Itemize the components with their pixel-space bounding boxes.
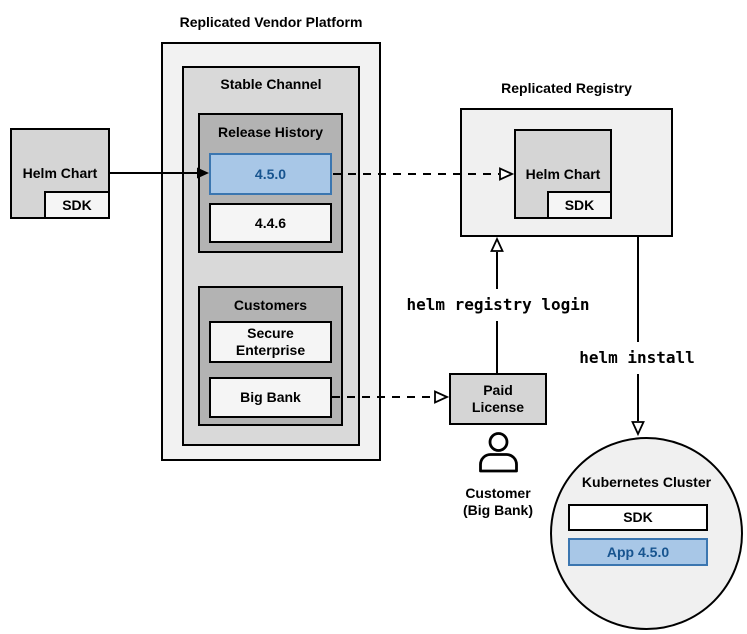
- customers-title: Customers: [233, 297, 308, 313]
- registry-helm-chart-label: Helm Chart: [525, 165, 601, 182]
- registry-sdk-label: SDK: [564, 196, 595, 213]
- customer-secure-enterprise: Secure Enterprise: [209, 321, 332, 363]
- release-4-5-0: 4.5.0: [209, 153, 332, 195]
- vendor-platform-title: Replicated Vendor Platform: [179, 14, 363, 30]
- source-helm-chart-label: Helm Chart: [22, 165, 98, 181]
- release-4-5-0-label: 4.5.0: [254, 165, 287, 182]
- release-4-4-6-label: 4.4.6: [254, 214, 287, 231]
- helm-registry-login-command: helm registry login: [400, 289, 596, 321]
- arrow-registry-to-cluster: [631, 237, 645, 437]
- stable-channel-title: Stable Channel: [220, 76, 322, 92]
- source-sdk-box: SDK: [44, 191, 110, 219]
- kubernetes-cluster-title: Kubernetes Cluster: [581, 474, 712, 490]
- paid-license-label: Paid License: [471, 382, 525, 415]
- kubernetes-cluster-circle: [550, 437, 743, 630]
- cluster-sdk-box: SDK: [568, 504, 708, 531]
- customer-big-bank-label: Big Bank: [240, 389, 301, 405]
- person-icon: [479, 432, 518, 473]
- release-4-4-6: 4.4.6: [209, 203, 332, 243]
- registry-title: Replicated Registry: [501, 80, 632, 96]
- customer-big-bank: Big Bank: [209, 377, 332, 418]
- release-history-title: Release History: [217, 124, 324, 140]
- cluster-app-box: App 4.5.0: [568, 538, 708, 566]
- registry-sdk-box: SDK: [547, 191, 612, 219]
- paid-license-box: Paid License: [449, 373, 547, 425]
- helm-install-command: helm install: [573, 342, 701, 374]
- customer-secure-enterprise-label: Secure Enterprise: [235, 325, 306, 358]
- cluster-sdk-label: SDK: [623, 509, 653, 525]
- cluster-app-label: App 4.5.0: [606, 543, 670, 560]
- source-sdk-label: SDK: [62, 196, 92, 213]
- customer-caption: Customer (Big Bank): [463, 485, 533, 518]
